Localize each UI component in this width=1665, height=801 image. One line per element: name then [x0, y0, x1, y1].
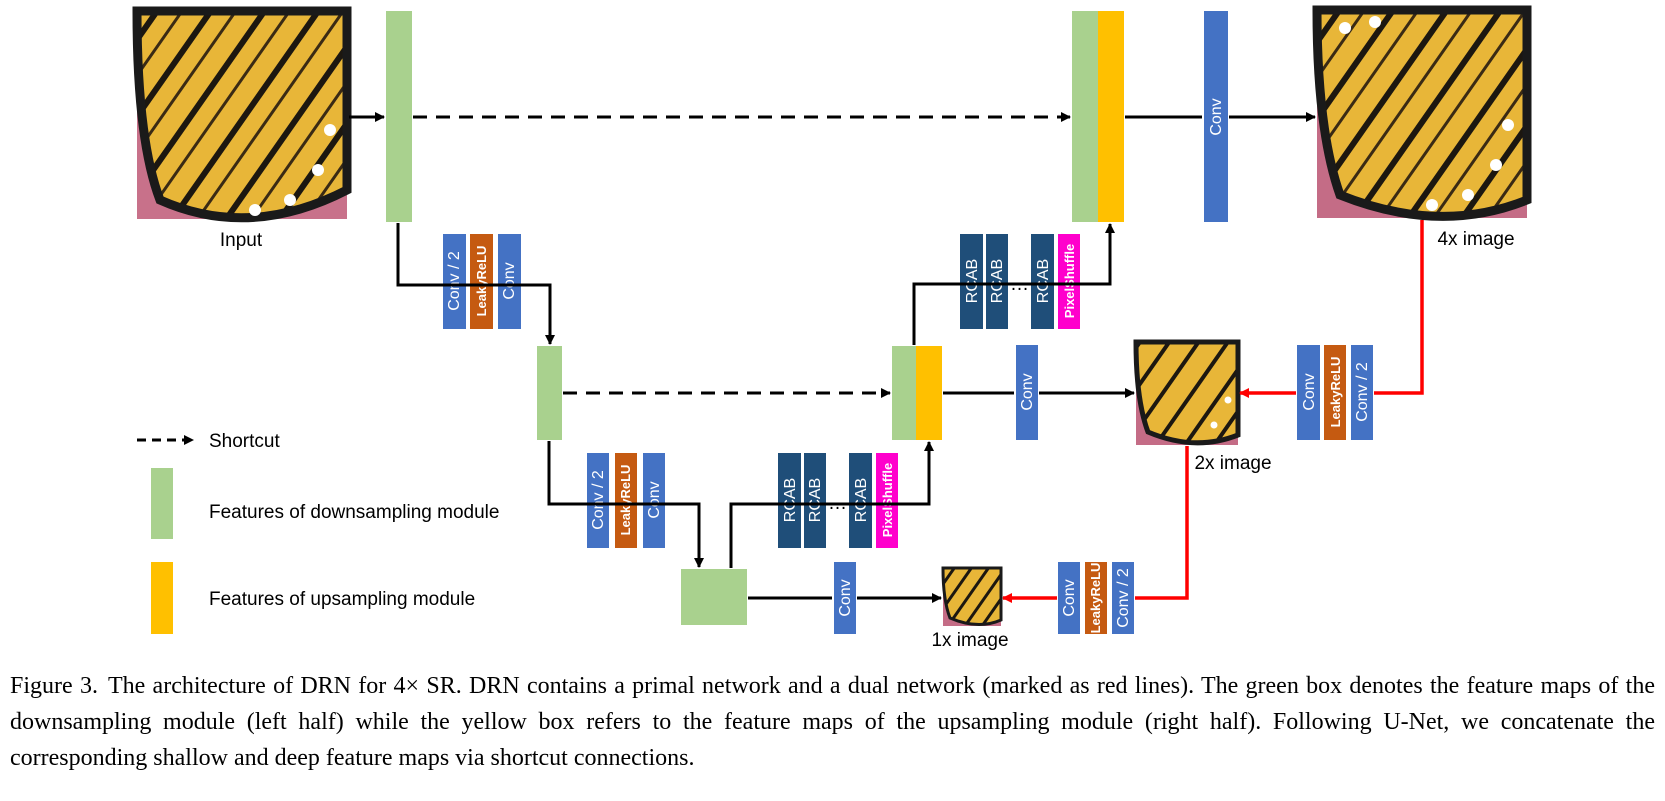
block-label: RCAB — [1035, 259, 1052, 303]
dual-connections — [1002, 220, 1424, 603]
block-label: RCAB — [853, 478, 870, 522]
legend-up-label: Features of upsampling module — [209, 589, 475, 610]
out1x-label: 1x image — [931, 630, 1008, 651]
legend-yellow-swatch — [151, 562, 173, 634]
caption-number: Figure 3. — [10, 673, 98, 699]
up-feature-1-green — [1072, 11, 1098, 222]
block-label: Conv — [1019, 373, 1036, 410]
down-block-stack-2: Conv / 2 LeakyReLU Conv — [587, 453, 665, 548]
ellipsis-text: … — [1010, 274, 1029, 295]
block-label: Conv — [501, 262, 518, 299]
block-label: Conv — [1301, 373, 1318, 410]
feature-maps — [386, 11, 1124, 625]
input-image — [132, 6, 352, 223]
block-label: Conv / 2 — [446, 251, 463, 311]
up-feature-1-yellow — [1098, 11, 1124, 222]
block-label: RCAB — [964, 259, 981, 303]
ellipsis-text: … — [828, 493, 847, 514]
figure-caption: Figure 3.The architecture of DRN for 4× … — [10, 668, 1655, 776]
up-block-stack-2: RCAB RCAB RCAB PixelShuffle — [778, 453, 898, 548]
output-1x-image — [941, 566, 1003, 626]
conv-mid: Conv — [1016, 345, 1038, 440]
block-label: LeakyReLU — [474, 246, 489, 317]
conv-bottom: Conv — [834, 562, 856, 634]
up-feature-2-green — [892, 346, 916, 440]
down-feature-1 — [386, 11, 412, 222]
block-label: Conv — [646, 481, 663, 518]
block-label: RCAB — [807, 478, 824, 522]
down-block-stack-1: Conv / 2 LeakyReLU Conv — [443, 234, 521, 329]
block-label: Conv / 2 — [590, 470, 607, 530]
rcab-ellipsis: … … — [828, 274, 1029, 514]
drn-architecture-diagram: Conv / 2 LeakyReLU Conv Conv / 2 LeakyRe… — [132, 5, 1532, 651]
block-label: PixelShuffle — [1062, 244, 1077, 318]
block-label: Conv — [1061, 579, 1078, 616]
dual-block-stack-2x: Conv LeakyReLU Conv / 2 — [1297, 345, 1373, 440]
block-label: LeakyReLU — [1088, 563, 1103, 634]
output-2x-image — [1133, 339, 1241, 446]
legend-shortcut-label: Shortcut — [209, 431, 280, 452]
legend-down-label: Features of downsampling module — [209, 502, 499, 523]
out2x-label: 2x image — [1194, 453, 1271, 474]
up-feature-2-yellow — [916, 346, 942, 440]
output-4x-image — [1312, 5, 1532, 221]
block-label: PixelShuffle — [880, 463, 895, 537]
conv-top: Conv — [1204, 11, 1228, 222]
block-label: Conv — [837, 579, 854, 616]
legend-green-swatch — [151, 468, 173, 539]
block-label: LeakyReLU — [618, 465, 633, 536]
block-label: RCAB — [782, 478, 799, 522]
out4x-label: 4x image — [1437, 229, 1514, 250]
down-feature-3 — [681, 569, 747, 625]
block-label: Conv / 2 — [1115, 568, 1132, 628]
block-label: RCAB — [989, 259, 1006, 303]
dual-block-stack-1x: Conv LeakyReLU Conv / 2 — [1058, 562, 1134, 634]
block-label: LeakyReLU — [1328, 357, 1343, 428]
legend: Shortcut Features of downsampling module… — [137, 431, 499, 634]
block-label: Conv — [1208, 98, 1225, 135]
down-feature-2 — [537, 346, 562, 440]
primal-connections — [349, 112, 1316, 603]
input-label: Input — [220, 230, 263, 251]
block-label: Conv / 2 — [1354, 362, 1371, 422]
caption-text: The architecture of DRN for 4× SR. DRN c… — [10, 673, 1655, 771]
up-block-stack-1: RCAB RCAB RCAB PixelShuffle — [960, 234, 1080, 329]
